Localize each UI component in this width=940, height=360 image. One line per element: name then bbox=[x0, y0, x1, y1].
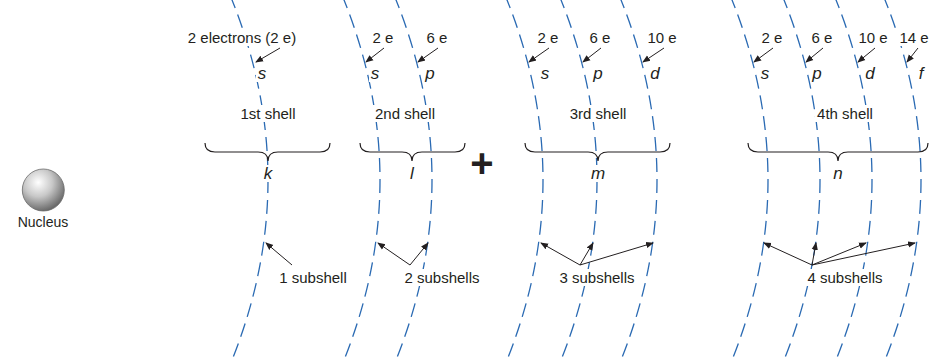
nucleus-sphere bbox=[15, 168, 72, 212]
leader-arrow bbox=[812, 243, 816, 265]
brace bbox=[205, 143, 330, 161]
electron-count: 2 e bbox=[371, 29, 396, 46]
electron-count: 6 e bbox=[425, 29, 450, 46]
leader-arrow bbox=[410, 243, 428, 265]
subshell-letter: s bbox=[759, 65, 772, 82]
shell-name: 1st shell bbox=[238, 105, 297, 122]
leader-arrow bbox=[266, 243, 292, 265]
leader-arrow bbox=[764, 243, 812, 265]
subshell-count: 4 subshells bbox=[805, 269, 884, 286]
electron-count: 6 e bbox=[588, 29, 613, 46]
nucleus: Nucleus bbox=[15, 168, 72, 230]
nucleus-label: Nucleus bbox=[15, 214, 72, 230]
leader-arrow bbox=[806, 48, 823, 62]
brace bbox=[525, 143, 670, 161]
shell-arc bbox=[505, 0, 543, 360]
electron-count: 2 e bbox=[536, 29, 561, 46]
shell-arc bbox=[883, 0, 921, 360]
leader-arrow bbox=[378, 243, 410, 265]
leader-arrow bbox=[529, 48, 549, 62]
shell-arc bbox=[394, 0, 432, 360]
subshell-letter: s bbox=[256, 65, 269, 82]
leader-arrow bbox=[580, 243, 653, 265]
braces bbox=[205, 143, 928, 161]
electron-count: 6 e bbox=[810, 29, 835, 46]
subshell-letter: s bbox=[369, 65, 382, 82]
electron-count: 10 e bbox=[856, 29, 889, 46]
electron-count: 10 e bbox=[645, 29, 678, 46]
plus-sign: + bbox=[468, 143, 495, 183]
leader-arrow bbox=[643, 48, 664, 62]
leader-arrow bbox=[583, 48, 601, 62]
leader-arrow bbox=[541, 243, 580, 265]
subshell-letter: s bbox=[539, 65, 552, 82]
leader-arrow bbox=[366, 48, 384, 62]
shell-letter: l bbox=[408, 165, 416, 182]
shell-arc bbox=[342, 0, 380, 360]
subshell-letter: p bbox=[423, 65, 436, 82]
shell-letter: m bbox=[589, 165, 607, 182]
brace bbox=[748, 143, 928, 161]
nucleus-circle bbox=[22, 169, 64, 211]
shell-name: 2nd shell bbox=[373, 105, 437, 122]
leader-arrow bbox=[256, 48, 280, 62]
shell-arcs bbox=[230, 0, 921, 360]
leader-arrow bbox=[812, 243, 915, 265]
shell-letter: k bbox=[262, 165, 275, 182]
shell-arc bbox=[619, 0, 657, 360]
leader-arrow bbox=[812, 243, 866, 265]
shell-letter: n bbox=[831, 165, 844, 182]
subshell-count: 3 subshells bbox=[557, 269, 636, 286]
shell-name: 4th shell bbox=[815, 105, 875, 122]
subshell-letter: d bbox=[648, 65, 661, 82]
electron-count: 2 electrons (2 e) bbox=[186, 29, 298, 46]
subshell-letter: f bbox=[917, 65, 926, 82]
leader-arrow bbox=[907, 48, 918, 62]
electron-count: 2 e bbox=[760, 29, 785, 46]
shell-arc bbox=[782, 0, 820, 360]
shell-arc bbox=[730, 0, 768, 360]
subshell-count: 1 subshell bbox=[277, 269, 349, 286]
leader-arrows bbox=[256, 48, 918, 265]
shell-name: 3rd shell bbox=[568, 105, 629, 122]
leader-arrow bbox=[418, 48, 438, 62]
subshell-letter: p bbox=[591, 65, 604, 82]
subshell-letter: d bbox=[863, 65, 876, 82]
brace bbox=[360, 143, 465, 161]
subshell-letter: p bbox=[810, 65, 823, 82]
leader-arrow bbox=[754, 48, 773, 62]
leader-arrow bbox=[858, 48, 875, 62]
subshell-count: 2 subshells bbox=[402, 269, 481, 286]
electron-count: 14 e bbox=[897, 29, 930, 46]
